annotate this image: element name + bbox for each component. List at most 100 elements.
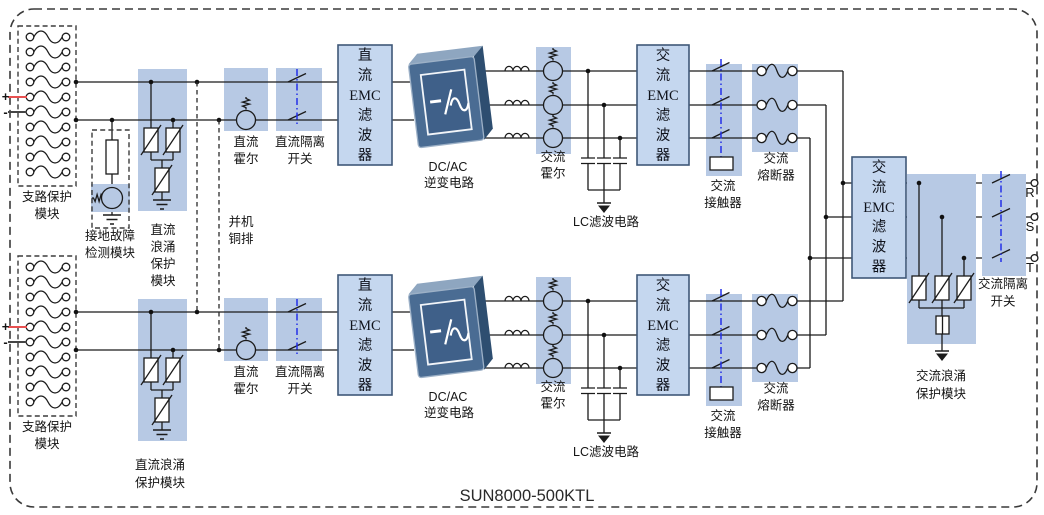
ac-surge-label: 交流浪涌 <box>916 368 966 383</box>
branch-fuse-icon <box>25 120 71 134</box>
terminal-circle-icon <box>1030 212 1039 222</box>
contactor-coil-icon <box>709 156 734 171</box>
ac-isolator-switch: 交流隔离 开关 <box>978 171 1028 309</box>
ac-isolator-label: 开关 <box>990 295 1015 309</box>
ac-hall-label: 交流 <box>540 149 566 164</box>
varistor-icon <box>162 124 184 156</box>
terminal-s-label: S <box>1026 219 1035 234</box>
junction-dot <box>807 255 813 261</box>
terminal-circle-icon <box>1030 178 1039 188</box>
terminal-circle-icon <box>1030 253 1039 263</box>
junction-dot <box>939 214 945 220</box>
junction-dot <box>109 117 115 123</box>
junction-dot <box>823 214 829 220</box>
ground-fault-detection-module: 接地故障 检测模块 <box>85 117 136 260</box>
dc-surge-label-unit2: 直流浪涌 保护模块 <box>135 457 186 490</box>
hall-sensor-icon <box>542 94 564 116</box>
earth-ground-icon <box>102 214 122 225</box>
inductor-coil-icon <box>504 65 530 72</box>
branch-fuse-icon <box>25 150 71 164</box>
ground-fault-label: 检测模块 <box>85 245 136 260</box>
current-sensor-icon <box>100 186 124 210</box>
inverter-label: DC/AC <box>429 160 468 174</box>
ac-emc-filter-label: 器 <box>656 148 671 164</box>
negative-terminal-label: - <box>3 105 7 120</box>
positive-terminal-label: + <box>2 89 10 104</box>
junction-dot <box>170 117 176 123</box>
branch-protection-module: + - 支路保护 模块 <box>2 25 77 221</box>
output-emc-label: EMC <box>863 200 894 216</box>
ac-emc-filter-label: EMC <box>647 88 678 104</box>
branch-protection-label: 支路保护 <box>22 189 72 204</box>
ac-emc-filter-label: 交 <box>656 46 671 64</box>
output-emc-label: 流 <box>872 179 887 196</box>
busbar-dashed-links <box>196 82 220 350</box>
branch-fuse-icon <box>25 30 71 44</box>
dc-hall-label: 霍尔 <box>233 151 258 166</box>
parallel-busbar-label: 并机 <box>228 215 254 229</box>
varistor-icon <box>953 272 975 304</box>
varistor-icon <box>151 164 173 196</box>
ground-arrow-icon <box>596 202 612 214</box>
parallel-busbar-label: 铜排 <box>228 231 254 246</box>
dc-hall-label: 直流 <box>233 135 259 149</box>
ac-isolator-label: 交流隔离 <box>978 276 1028 291</box>
inverter-side-face <box>473 45 493 140</box>
terminal-t-label: T <box>1026 260 1034 275</box>
output-ac-emc-filter-block: 交 流 EMC 滤 波 器 <box>851 156 907 279</box>
inverter-label: 逆变电路 <box>424 175 475 190</box>
dc-surge-label: 浪涌 <box>150 239 175 254</box>
hall-sensor-icon <box>542 60 564 82</box>
dc-emc-filter-block: 直 流 EMC 滤 波 器 <box>337 44 393 166</box>
output-emc-label: 交 <box>872 158 887 176</box>
dc-hall-sensor: 直流 霍尔 <box>233 96 259 166</box>
ground-arrow-icon <box>934 350 950 362</box>
dc-emc-filter-label: 直 <box>358 47 373 64</box>
junction-dot <box>73 79 79 85</box>
junction-dot <box>585 68 591 74</box>
dc-emc-filter-label: 波 <box>358 127 373 144</box>
branch-fuse-icon <box>25 75 71 89</box>
dc-isolator-label: 开关 <box>287 152 312 166</box>
branch-fuse-icon <box>25 60 71 74</box>
hall-sensor-icon <box>235 109 257 131</box>
ac-emc-filter-label: 滤 <box>656 107 671 124</box>
inverter-top-face <box>408 45 483 65</box>
inductor-coil-icon <box>504 99 530 106</box>
ac-surge-protection-module: 交流浪涌 保护模块 <box>907 174 976 401</box>
terminal-r-label: R <box>1025 185 1034 200</box>
output-emc-label: 滤 <box>872 219 887 236</box>
junction-dot <box>617 135 623 141</box>
lc-filter-label: LC滤波电路 <box>573 214 639 229</box>
diagram-title: SUN8000-500KTL <box>460 487 595 505</box>
branch-protection-label: 模块 <box>34 207 60 221</box>
dc-emc-filter-label: EMC <box>349 88 380 104</box>
power-unit-2 <box>2 256 843 459</box>
branch-fuse-icon <box>25 135 71 149</box>
branch-fuse-icon <box>25 90 71 104</box>
dc-surge-label: 保护模块 <box>135 476 186 490</box>
branch-fuse-icon <box>25 165 71 179</box>
junction-dot <box>961 255 967 261</box>
output-emc-label: 波 <box>872 239 887 256</box>
varistor-icon <box>931 272 953 304</box>
varistor-icon <box>908 272 930 304</box>
dc-surge-label: 模块 <box>150 274 176 288</box>
dc-emc-filter-label: 流 <box>358 67 373 84</box>
dc-surge-label: 保护 <box>150 257 175 271</box>
lc-filter-capacitor-wires <box>581 71 627 203</box>
dc-symbol-icon <box>429 99 442 104</box>
output-emc-label: 器 <box>872 260 887 276</box>
ac-contactor: 交流 接触器 <box>704 59 742 210</box>
ac-hall-label: 霍尔 <box>540 166 565 181</box>
ac-sine-icon <box>449 97 470 112</box>
ac-emc-filter-label: 波 <box>656 127 671 144</box>
junction-dot <box>73 117 79 123</box>
branch-fuse-icon <box>25 105 71 119</box>
dc-isolator-label: 直流隔离 <box>275 134 325 149</box>
resistor-icon <box>105 139 119 175</box>
dc-surge-label: 直流浪涌 <box>135 457 185 472</box>
dcac-inverter-block <box>408 45 493 149</box>
